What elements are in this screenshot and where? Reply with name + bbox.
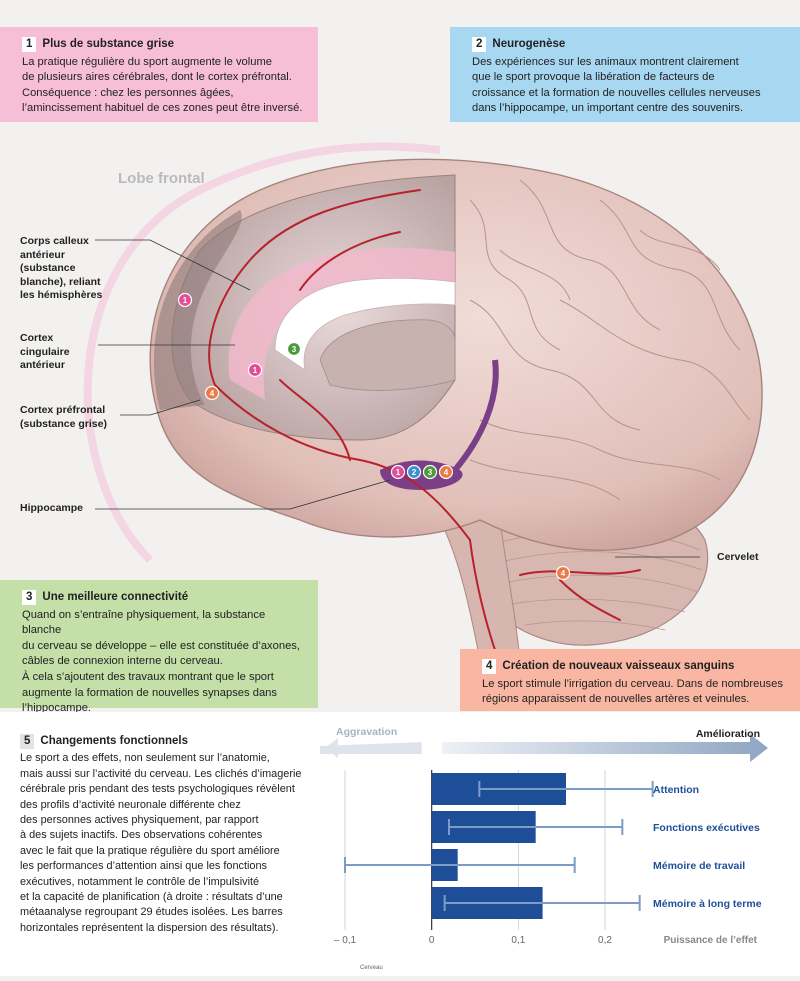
- box3-number: 3: [22, 590, 37, 606]
- category-label-2: Mémoire de travail: [653, 860, 745, 872]
- leader-prefrontal: [120, 399, 201, 416]
- effect-size-chart: Aggravation Amélioration – 0,1 0 0,1 0,2 Puiss…: [320, 712, 800, 976]
- box4-heading: 4 Création de nouveaux vaisseaux sanguins: [482, 659, 786, 675]
- leader-corps: [95, 239, 251, 291]
- marker-4-hippocampus: [438, 464, 454, 480]
- marker-4-prefrontal-label: 4: [210, 389, 215, 398]
- info-box-connectivite: 3 Une meilleure connectivité Quand on s’e…: [0, 580, 318, 714]
- marker-4-cerebellum-label: 4: [561, 569, 566, 578]
- marker-2-hippocampus: [406, 464, 422, 480]
- label-cortex-cingulaire: Cortex cingulaire antérieur: [20, 332, 70, 371]
- prefrontal-grey-matter: [153, 210, 242, 410]
- arrow-left-body: [320, 742, 422, 754]
- box4-number: 4: [482, 659, 497, 675]
- footer-label: Cerveau: [360, 965, 383, 971]
- arrow-left-head: [325, 738, 338, 758]
- label-cortex-prefrontal: Cortex préfrontal (substance grise): [20, 404, 107, 430]
- section5-number: 5: [20, 734, 35, 750]
- marker-3-hippocampus-label: 3: [428, 468, 433, 477]
- marker-3-callosum: [286, 341, 302, 357]
- brain-gyri: [469, 179, 751, 501]
- ventricle: [319, 319, 456, 391]
- section5-text: Le sport a des effets, non seulement sur…: [20, 752, 302, 934]
- box1-text: La pratique régulière du sport augmente …: [22, 55, 303, 115]
- effect-size-chart-svg: Aggravation Amélioration – 0,1 0 0,1 0,2 Puiss…: [320, 726, 768, 946]
- arteries: [208, 189, 641, 651]
- label-aggravation: Aggravation: [336, 726, 397, 738]
- marker-1-prefrontal-label: 1: [183, 296, 188, 305]
- category-label-0: Attention: [653, 784, 699, 796]
- marker-3-callosum-label: 3: [292, 345, 297, 354]
- box3-title: Une meilleure connectivité: [42, 591, 189, 603]
- box3-text: Quand on s’entraîne physiquement, la sub…: [22, 608, 301, 715]
- box4-text: Le sport stimule l’irrigation du cerveau…: [482, 677, 783, 706]
- info-box-substance-grise: 1 Plus de substance grise La pratique rég…: [0, 27, 318, 122]
- category-label-1: Fonctions exécutives: [653, 822, 760, 834]
- marker-1-cingulate-label: 1: [253, 366, 258, 375]
- box3-heading: 3 Une meilleure connectivité: [22, 590, 304, 606]
- label-lobe-frontal: Lobe frontal: [118, 170, 205, 187]
- footer-strip: Cerveau: [0, 965, 800, 976]
- label-cervelet: Cervelet: [717, 551, 759, 563]
- marker-1-cingulate: [247, 362, 263, 378]
- box4-title: Création de nouveaux vaisseaux sanguins: [502, 660, 735, 672]
- info-box-neurogenese: 2 Neurogenèse Des expériences sur les ani…: [450, 27, 800, 122]
- region-markers: 1 1 3 4 1 2 3 4 4: [177, 292, 571, 581]
- box1-number: 1: [22, 37, 37, 53]
- tick-label-2: 0,1: [511, 935, 525, 946]
- axis-label-x: Puissance de l’effet: [664, 935, 758, 946]
- label-corps-calleux: Corps calleux antérieur (substance blanc…: [20, 235, 103, 301]
- label-hippocampe: Hippocampe: [20, 502, 84, 514]
- leader-hippocampe: [95, 479, 391, 510]
- section5-heading: 5 Changements fonctionnels: [20, 734, 310, 750]
- tick-label-1: 0: [429, 935, 435, 946]
- leader-lines: [95, 239, 700, 558]
- marker-1-hippocampus-label: 1: [396, 468, 401, 477]
- marker-3-hippocampus: [422, 464, 438, 480]
- box1-title: Plus de substance grise: [42, 38, 175, 50]
- info-box-vaisseaux: 4 Création de nouveaux vaisseaux sanguins…: [460, 649, 800, 711]
- box2-heading: 2 Neurogenèse: [472, 37, 786, 53]
- marker-1-hippocampus: [390, 464, 406, 480]
- box2-title: Neurogenèse: [492, 38, 566, 50]
- box2-number: 2: [472, 37, 487, 53]
- marker-4-hippocampus-label: 4: [444, 468, 449, 477]
- brain-illustration: 1 1 3 4 1 2 3 4 4: [83, 142, 763, 661]
- hippocampus-tail: [452, 359, 499, 472]
- label-amelioration: Amélioration: [696, 728, 760, 740]
- tick-label-0: – 0,1: [334, 935, 357, 946]
- corpus-callosum: [274, 277, 456, 371]
- section-changements-fonctionnels: 5 Changements fonctionnels Le sport a des…: [0, 712, 320, 976]
- marker-4-cerebellum: [555, 565, 571, 581]
- marker-4-prefrontal: [204, 385, 220, 401]
- category-label-3: Mémoire à long terme: [653, 898, 762, 910]
- box1-heading: 1 Plus de substance grise: [22, 37, 304, 53]
- section5-title: Changements fonctionnels: [40, 735, 189, 747]
- marker-1-prefrontal: [177, 292, 193, 308]
- box2-text: Des expériences sur les animaux montrent…: [472, 55, 761, 115]
- marker-2-hippocampus-label: 2: [412, 468, 417, 477]
- arrow-right: [441, 734, 768, 762]
- tick-label-3: 0,2: [598, 935, 612, 946]
- frontal-lobe-arc: [83, 142, 441, 563]
